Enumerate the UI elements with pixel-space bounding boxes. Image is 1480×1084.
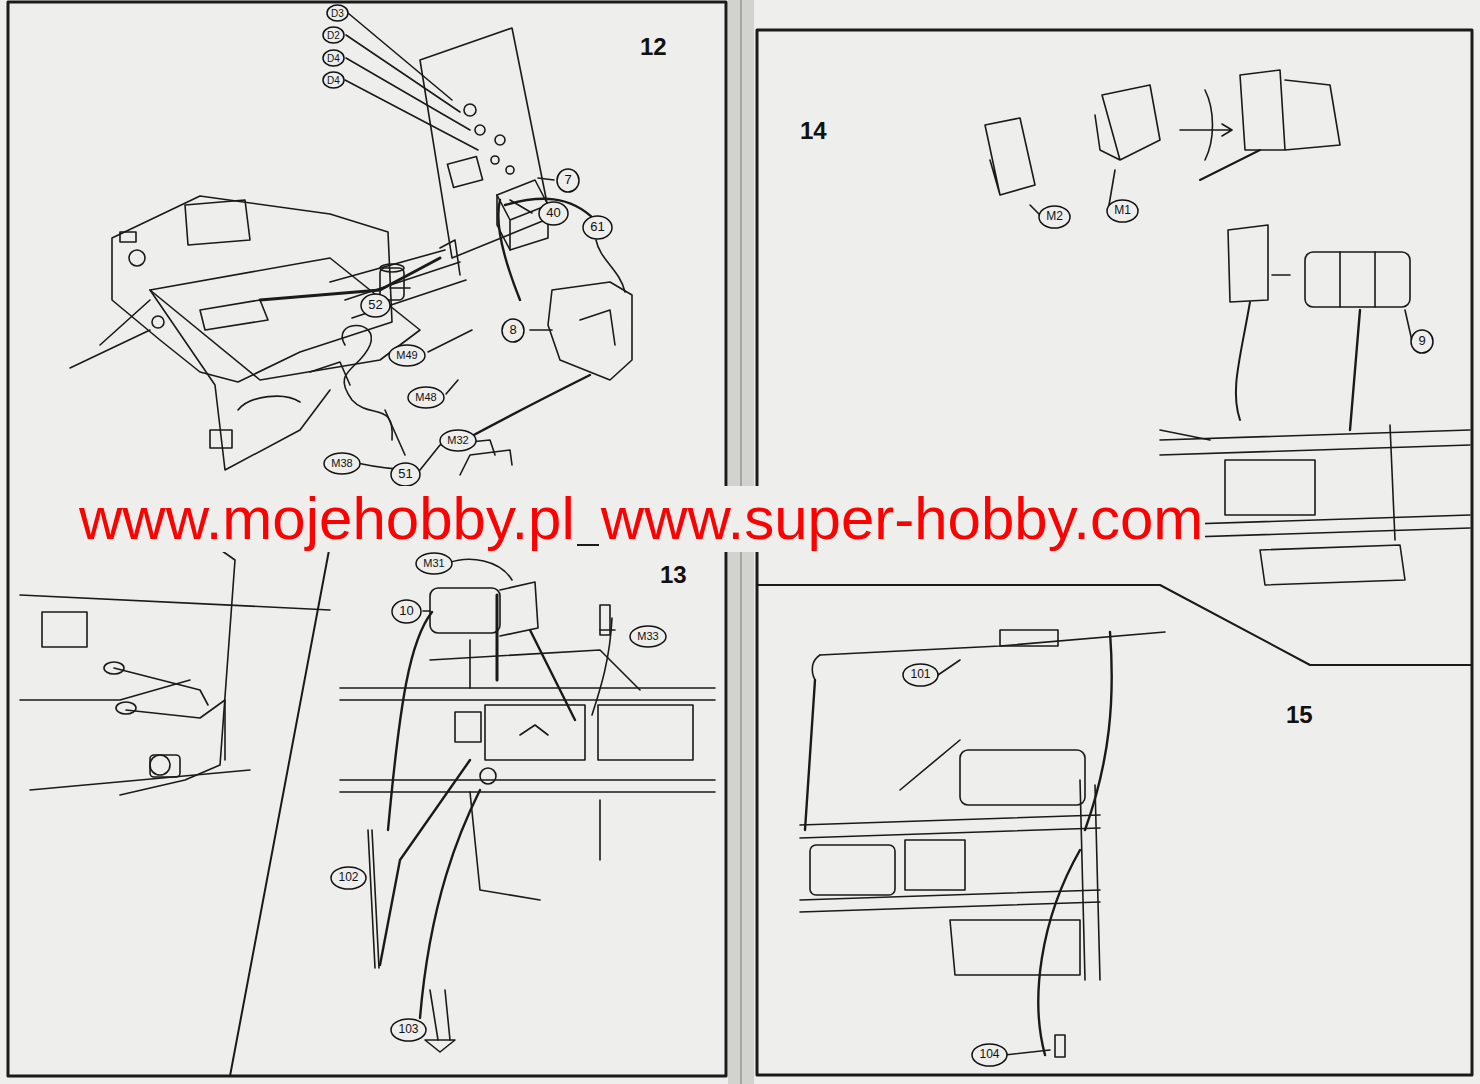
circle-outline-shape	[327, 5, 348, 21]
callout-circle: 102	[330, 866, 367, 890]
callout-number: M49	[396, 349, 417, 361]
circle-outline-shape	[392, 600, 421, 623]
circle-outline-shape	[502, 319, 524, 342]
callout-circle: D3	[326, 4, 349, 22]
callout-number: 101	[910, 668, 930, 681]
callout-circle: 61	[582, 215, 613, 240]
callout-circle: 7	[556, 168, 580, 193]
callout-number: 102	[338, 871, 358, 884]
callout-number: 40	[546, 206, 560, 220]
callout-circle: M33	[629, 625, 667, 648]
callout-number: D2	[327, 30, 340, 41]
callout-number: D4	[327, 53, 340, 64]
callout-circle: M48	[407, 386, 445, 409]
circle-outline-shape	[389, 345, 425, 366]
callout-number: M32	[447, 434, 468, 446]
callout-circle: 8	[501, 318, 525, 343]
circle-outline-shape	[972, 1044, 1007, 1066]
circle-outline-shape	[539, 202, 568, 225]
circle-outline-shape	[408, 387, 444, 408]
callout-circle: 10	[391, 599, 422, 624]
circle-outline-shape	[1039, 206, 1070, 228]
watermark: www.mojehobby.pl	[77, 486, 577, 552]
callout-circle: M49	[388, 344, 426, 367]
callout-number: 104	[979, 1048, 999, 1061]
circle-outline-shape	[323, 72, 344, 88]
callout-circle: M1	[1106, 199, 1139, 223]
callout-circle: D4	[322, 49, 345, 67]
circle-outline-shape	[440, 430, 476, 451]
circle-outline-shape	[391, 463, 420, 486]
circle-outline-shape	[323, 27, 344, 43]
callout-number: M31	[423, 557, 444, 569]
callout-number: 103	[398, 1023, 418, 1036]
callout-circle: 101	[902, 663, 939, 687]
callout-circle: 40	[538, 201, 569, 226]
callout-circle: 52	[360, 293, 391, 318]
watermark: www.super-hobby.com	[599, 486, 1205, 552]
callout-number: 7	[564, 173, 571, 187]
callout-number: M1	[1114, 204, 1131, 217]
circle-outline-shape	[416, 553, 452, 574]
circle-outline-shape	[1107, 200, 1138, 222]
step-number: 14	[800, 118, 827, 144]
callout-circle: M38	[323, 452, 361, 475]
circle-outline-shape	[583, 216, 612, 239]
callout-circle: D4	[322, 71, 345, 89]
circle-outline-shape	[331, 867, 366, 889]
step-number: 13	[660, 562, 687, 588]
callout-number: D3	[331, 8, 344, 19]
callout-number: 52	[368, 298, 382, 312]
callout-number: M2	[1046, 210, 1063, 223]
callout-number: 51	[398, 467, 412, 481]
circle-outline-shape	[1411, 330, 1433, 353]
circle-outline-shape	[323, 50, 344, 66]
callout-number: 8	[509, 323, 516, 337]
circle-outline-shape	[903, 664, 938, 686]
callout-circle: 9	[1410, 329, 1434, 354]
callout-circle: M2	[1038, 205, 1071, 229]
step-number: 12	[640, 34, 667, 60]
circle-outline-shape	[630, 626, 666, 647]
callout-circle: 104	[971, 1043, 1008, 1067]
callout-number: 9	[1418, 334, 1425, 348]
callout-number: 10	[399, 604, 413, 618]
callout-number: M33	[637, 630, 658, 642]
callout-circle: D2	[322, 26, 345, 44]
circle-outline-shape	[391, 1019, 426, 1041]
callout-number: M38	[331, 457, 352, 469]
callout-circle: M32	[439, 429, 477, 452]
callout-circle: M31	[415, 552, 453, 575]
callout-number: D4	[327, 75, 340, 86]
circle-outline-shape	[324, 453, 360, 474]
callout-circle: 51	[390, 462, 421, 487]
callout-number: M48	[415, 391, 436, 403]
callout-circle: 103	[390, 1018, 427, 1042]
circle-outline-shape	[361, 294, 390, 317]
step-number: 15	[1286, 702, 1313, 728]
callout-number: 61	[590, 220, 604, 234]
circle-outline-shape	[557, 169, 579, 192]
